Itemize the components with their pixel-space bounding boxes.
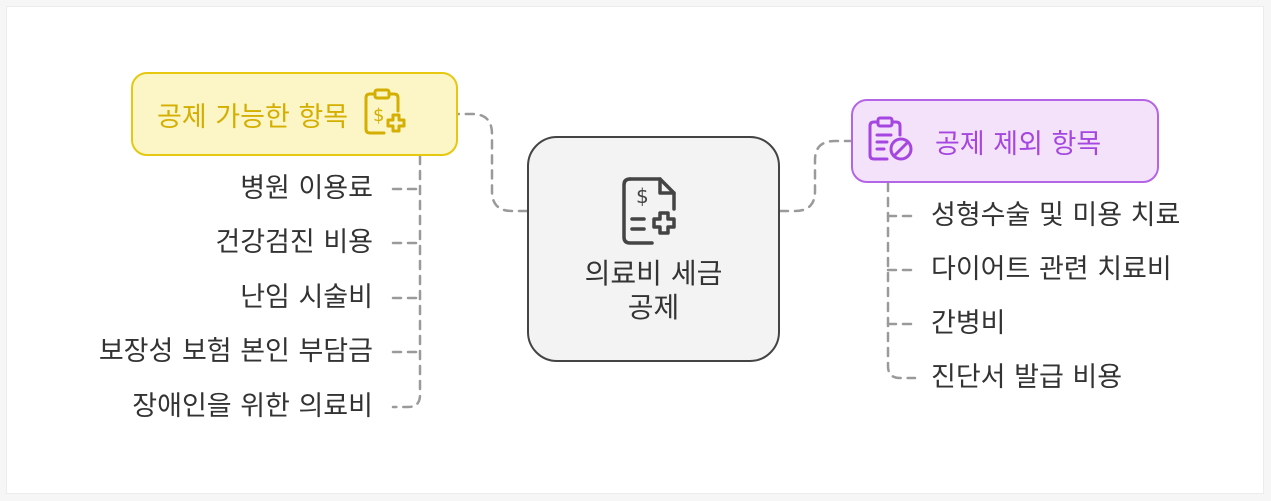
right-trunk [886,181,917,380]
left-trunk [391,154,422,409]
excluded-item: 다이어트 관련 치료비 [931,254,1172,285]
deductible-item: 난임 시술비 [240,282,373,313]
connector-center-left [456,112,529,213]
deductible-items-header: 공제 가능한 항목 $ [131,72,458,156]
deductible-item: 보장성 보험 본인 부담금 [98,336,373,367]
deductible-item: 건강검진 비용 [215,227,373,258]
deductible-items-title: 공제 가능한 항목 [157,101,349,133]
excluded-items-header: 공제 제외 항목 [851,99,1159,183]
svg-text:$: $ [373,105,384,126]
clipboard-prohibited-icon [867,115,915,167]
excluded-item: 간병비 [931,308,1006,339]
medical-receipt-icon: $ [616,173,692,253]
excluded-items-title: 공제 제외 항목 [935,128,1102,160]
deductible-item: 장애인을 위한 의료비 [132,391,373,422]
excluded-item: 진단서 발급 비용 [931,362,1123,393]
deductible-item: 병원 이용료 [240,173,373,204]
center-title: 의료비 세금 공제 [584,257,723,324]
center-node: $ 의료비 세금 공제 [527,136,780,362]
clipboard-dollar-plus-icon: $ [362,87,408,141]
svg-text:$: $ [636,184,649,208]
connector-center-right [778,139,853,213]
excluded-item: 성형수술 및 미용 치료 [931,200,1181,231]
